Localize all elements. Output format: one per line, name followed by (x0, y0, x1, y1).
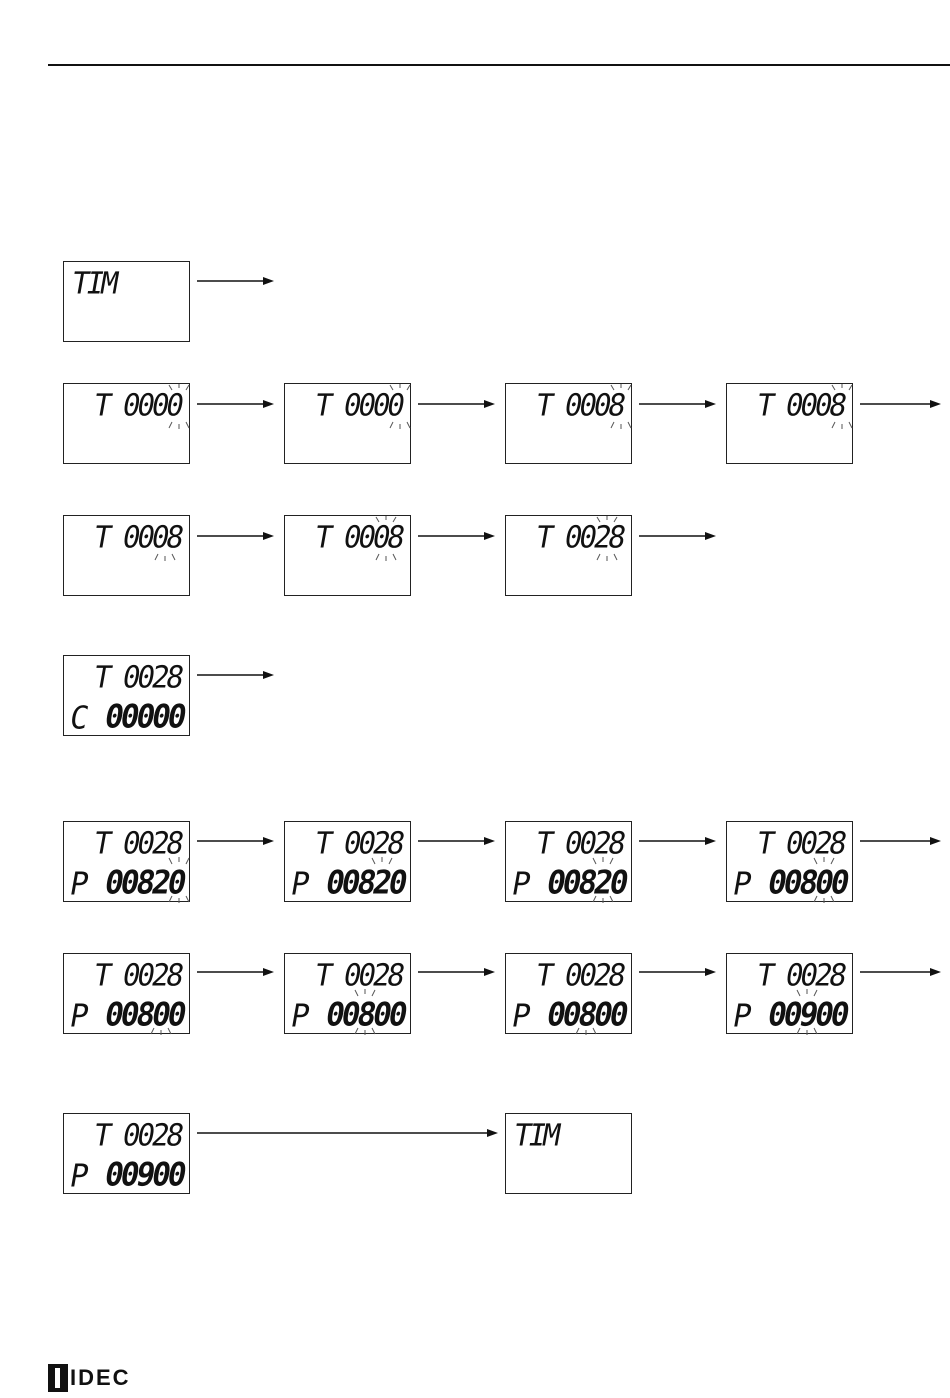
arrow-right-icon (197, 669, 277, 681)
arrow-right-icon (197, 530, 277, 542)
lcd-prefix: P (288, 1001, 309, 1033)
blink-icon (152, 516, 177, 562)
blink-icon (369, 856, 394, 903)
lcd-line-1: T 0028 (534, 828, 626, 858)
arrow-right-icon (639, 835, 719, 847)
blink-icon (166, 856, 191, 903)
lcd-line-1: T 0028 (92, 1120, 184, 1150)
lcd-display: T 0028 (505, 515, 632, 596)
blink-icon (594, 516, 619, 562)
arrow-right-icon (197, 275, 277, 287)
lcd-line-1: T 0028 (755, 960, 847, 990)
arrow-right-icon (197, 966, 277, 978)
lcd-display: T 0028 P 00900 (63, 1113, 190, 1194)
logo-mark-icon (48, 1364, 68, 1392)
lcd-display: T 0008 (284, 515, 411, 596)
arrow-right-icon (639, 530, 719, 542)
lcd-display: T 0028 P 00800 (726, 821, 853, 902)
lcd-prefix: P (67, 1161, 88, 1193)
blink-icon (352, 988, 377, 1035)
lcd-line-1: T 0028 (755, 828, 847, 858)
lcd-display: T 0000 (284, 383, 411, 464)
lcd-line-1: T 0028 (92, 662, 184, 692)
lcd-line-2: 00820 (544, 867, 628, 900)
arrow-right-icon (418, 835, 498, 847)
lcd-prefix: P (730, 1001, 751, 1033)
arrow-right-icon (197, 398, 277, 410)
arrow-right-icon (639, 398, 719, 410)
arrow-right-icon (197, 835, 277, 847)
lcd-prefix: P (509, 869, 530, 901)
blink-icon (608, 384, 633, 430)
blink-icon (166, 384, 191, 430)
lcd-display: TIM (505, 1113, 632, 1194)
lcd-prefix: P (730, 869, 751, 901)
lcd-line-1: T 0028 (313, 828, 405, 858)
arrow-right-icon (418, 530, 498, 542)
lcd-display: TIM (63, 261, 190, 342)
arrow-right-icon (197, 1127, 499, 1139)
lcd-display: T 0008 (505, 383, 632, 464)
arrow-right-icon (860, 835, 942, 847)
lcd-display: T 0028 P 00820 (284, 821, 411, 902)
lcd-display: T 0028 P 00820 (505, 821, 632, 902)
lcd-display: T 0028 P 00800 (63, 953, 190, 1034)
blink-icon (373, 516, 398, 562)
lcd-prefix: C (67, 703, 88, 735)
blink-icon (590, 856, 615, 903)
arrow-right-icon (418, 398, 498, 410)
arrow-right-icon (418, 966, 498, 978)
lcd-line-1: T 0028 (92, 828, 184, 858)
lcd-display: T 0028 P 00800 (505, 953, 632, 1034)
idec-logo: IDEC (48, 1363, 131, 1393)
lcd-line-1: T 0028 (313, 960, 405, 990)
lcd-display: T 0028 C 00000 (63, 655, 190, 736)
blink-icon (829, 384, 854, 430)
lcd-display: T 0008 (63, 515, 190, 596)
lcd-display: T 0028 P 00820 (63, 821, 190, 902)
blink-icon (794, 988, 819, 1035)
lcd-line-1: T 0028 (534, 960, 626, 990)
lcd-prefix: P (67, 1001, 88, 1033)
header-rule (48, 64, 950, 66)
lcd-line-1: T 0028 (92, 960, 184, 990)
lcd-line-1: TIM (511, 1120, 560, 1150)
lcd-line-2: 00800 (102, 999, 186, 1032)
lcd-line-2: 00820 (323, 867, 407, 900)
logo-text: IDEC (70, 1365, 131, 1391)
blink-icon (387, 384, 412, 430)
lcd-display: T 0028 P 00800 (284, 953, 411, 1034)
lcd-display: T 0000 (63, 383, 190, 464)
arrow-right-icon (639, 966, 719, 978)
blink-icon (811, 856, 836, 903)
lcd-display: T 0028 P 00900 (726, 953, 853, 1034)
lcd-line-2: 00900 (102, 1159, 186, 1192)
lcd-line-2: 00800 (765, 867, 849, 900)
lcd-display: T 0008 (726, 383, 853, 464)
blink-icon (573, 988, 598, 1035)
lcd-prefix: P (67, 869, 88, 901)
arrow-right-icon (860, 966, 942, 978)
blink-icon (148, 988, 173, 1035)
lcd-prefix: P (509, 1001, 530, 1033)
lcd-line-2: 00000 (102, 701, 186, 734)
lcd-line-1: TIM (69, 268, 118, 298)
lcd-prefix: P (288, 869, 309, 901)
arrow-right-icon (860, 398, 942, 410)
